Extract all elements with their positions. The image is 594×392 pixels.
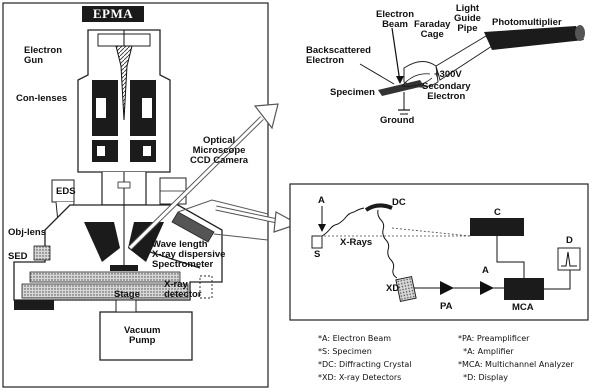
wds-inset — [290, 184, 588, 320]
label-wds-amp: A — [482, 266, 489, 276]
label-optical-microscope: Optical Microscope CCD Camera — [190, 136, 248, 166]
legend-item: *S: Specimen — [318, 347, 372, 356]
label-wds-s: S — [314, 250, 320, 260]
label-ground: Ground — [380, 116, 414, 126]
label-wds-c: C — [494, 208, 501, 218]
label-sed: SED — [8, 252, 28, 262]
label-photomultiplier: Photomultiplier — [492, 18, 562, 28]
legend-item: *PA: Preamplificer — [458, 334, 529, 343]
sed-detector — [34, 246, 50, 260]
wds-specimen — [312, 236, 322, 248]
label-electron-beam: Electron Beam — [376, 10, 414, 30]
stage-block — [30, 272, 180, 282]
label-backscattered: Backscattered Electron — [306, 46, 371, 66]
specimen — [110, 265, 138, 271]
mca-box — [504, 278, 544, 300]
label-con-lenses: Con-lenses — [16, 94, 67, 104]
figure-title: EPMA — [82, 6, 144, 22]
label-faraday-cage: Faraday Cage — [414, 20, 450, 40]
legend-item: *MCA: Multichannel Analyzer — [458, 360, 574, 369]
label-obj-lens: Obj-lens — [8, 228, 46, 238]
label-eds: EDS — [56, 187, 76, 197]
label-vacuum-pump: Vacuum Pump — [124, 326, 160, 346]
label-xray-detector: X-ray detector — [164, 280, 201, 300]
label-voltage: +300V — [434, 70, 462, 80]
legend-item: *A: Electron Beam — [318, 334, 391, 343]
legend-item: *D: Display — [458, 373, 508, 382]
label-wds: Wave length X-ray dispersive Spectromete… — [152, 240, 225, 270]
legend-item: *DC: Diffracting Crystal — [318, 360, 412, 369]
label-wds-mca: MCA — [512, 303, 534, 313]
label-xrays: X-Rays — [340, 238, 372, 248]
label-light-guide-pipe: Light Guide Pipe — [454, 4, 481, 34]
box-c — [470, 218, 524, 236]
sed-inset — [360, 25, 585, 114]
legend-item: *A: Amplifier — [458, 347, 514, 356]
specimen-plate — [378, 80, 424, 96]
label-wds-d: D — [566, 236, 573, 246]
label-electron-gun: Electron Gun — [24, 46, 62, 66]
label-wds-xd: XD — [386, 284, 399, 294]
label-secondary-electron: Secondary Electron — [422, 82, 471, 102]
label-stage: Stage — [114, 290, 140, 300]
photomultiplier — [484, 26, 584, 50]
label-wds-pa: PA — [440, 302, 453, 312]
legend-item: *XD: X-ray Detectors — [318, 373, 401, 382]
label-wds-a: A — [318, 196, 325, 206]
label-specimen-sed: Specimen — [330, 88, 375, 98]
label-wds-dc: DC — [392, 198, 406, 208]
